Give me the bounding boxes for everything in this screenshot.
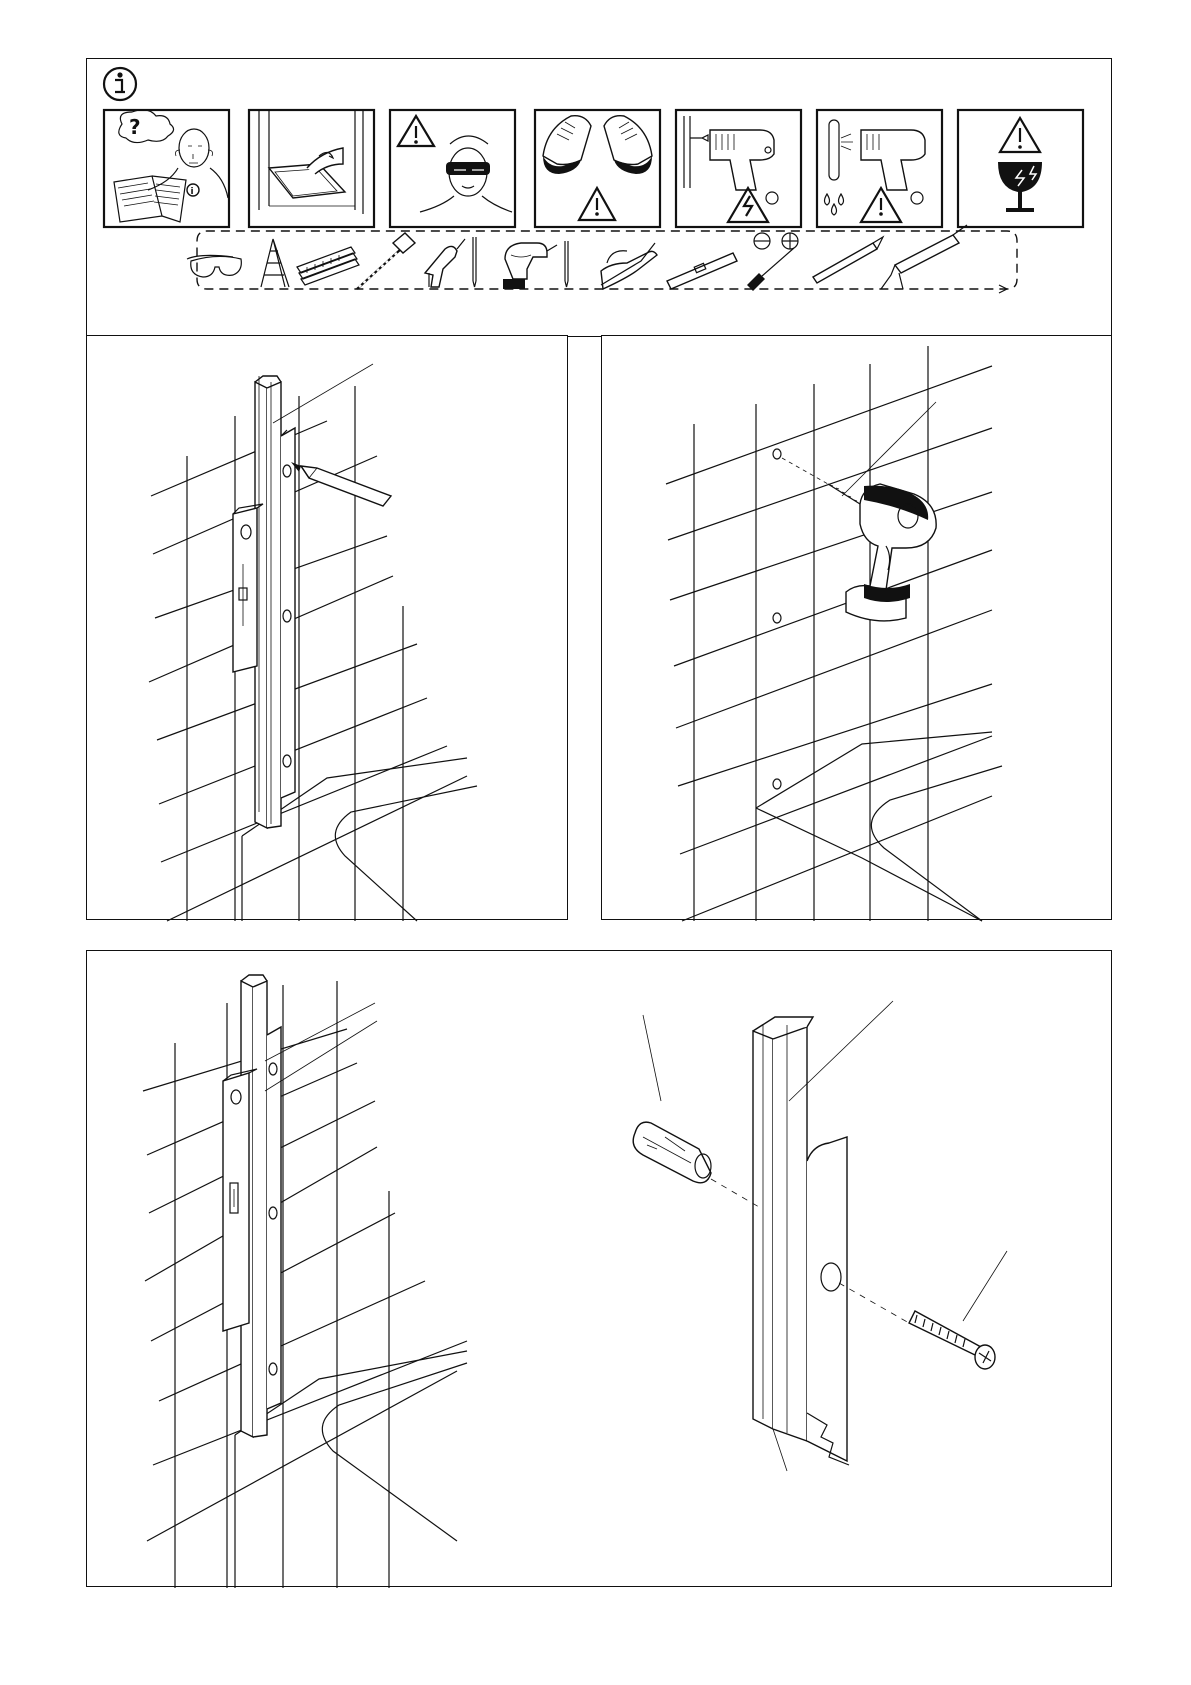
- mount-wall-profile-step: [86, 950, 1112, 1587]
- cordless-drill: [828, 484, 936, 621]
- svg-text:i: i: [191, 187, 194, 197]
- pencil: [291, 462, 391, 506]
- wear-safety-glasses-pictogram: [390, 110, 515, 227]
- screwdriver-phillips-icon: [782, 233, 798, 249]
- spirit-level-icon: [667, 253, 737, 289]
- screwdriver-flat-icon: [747, 233, 794, 291]
- safety-and-tools-panel: ? i: [86, 58, 1112, 337]
- unpack-on-cardboard-pictogram: [249, 110, 374, 227]
- check-water-pipes-pictogram: [817, 110, 942, 227]
- svg-text:?: ?: [129, 115, 141, 139]
- fragile-glass-pictogram: [958, 110, 1083, 227]
- pencil-icon: [813, 237, 883, 283]
- drilled-hole: [773, 779, 781, 789]
- pliers-icon: [601, 243, 657, 289]
- mark-drill-holes-step: [86, 335, 568, 920]
- drilled-hole: [773, 449, 781, 459]
- cordless-drill-icon: [503, 243, 557, 289]
- wall-profile: [255, 376, 295, 828]
- information-icon: [104, 68, 136, 100]
- profile-detail: [753, 1017, 849, 1471]
- mounting-screw: [839, 1283, 995, 1369]
- safety-glasses-icon: [187, 255, 241, 277]
- wear-safety-shoes-pictogram: [535, 110, 660, 227]
- drill-holes-step: [601, 335, 1112, 920]
- wall-with-profile: [143, 975, 467, 1588]
- drill-icon: [425, 239, 465, 287]
- wall-dowel: [633, 1122, 759, 1207]
- drill-bit-icon: [565, 241, 568, 287]
- tape-measure-icon: [297, 247, 359, 285]
- drill-bit-icon: [473, 237, 476, 287]
- drilled-hole: [773, 613, 781, 623]
- ladder-icon: [261, 239, 289, 287]
- hammer-icon: [357, 233, 415, 289]
- silicone-gun-icon: [881, 225, 967, 289]
- tools-strip: [187, 225, 1017, 293]
- check-electrical-cables-pictogram: [676, 110, 801, 227]
- read-instructions-pictogram: ? i: [104, 110, 229, 227]
